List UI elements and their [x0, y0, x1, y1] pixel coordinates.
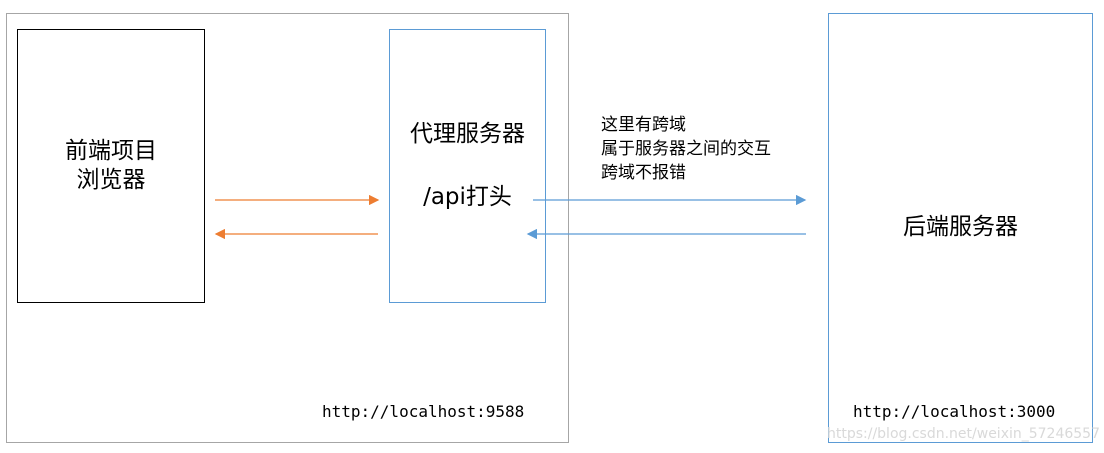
backend-title: 后端服务器: [903, 214, 1018, 240]
backend-url: http://localhost:3000: [853, 402, 1056, 421]
backend-server-box: [828, 13, 1093, 443]
frontend-label: 前端项目 浏览器: [17, 137, 205, 195]
proxy-server-box: [389, 29, 546, 303]
note-line-2: 属于服务器之间的交互: [601, 139, 771, 159]
frontend-label-line-1: 前端项目: [65, 138, 157, 164]
note-line-3: 跨域不报错: [601, 163, 686, 183]
cross-domain-note: 这里有跨域 属于服务器之间的交互 跨域不报错: [601, 113, 771, 185]
proxy-url: http://localhost:9588: [322, 402, 525, 421]
proxy-host-frame: [6, 13, 569, 443]
frontend-browser-box: [17, 29, 205, 303]
frontend-label-line-2: 浏览器: [76, 167, 146, 193]
proxy-title: 代理服务器: [410, 121, 525, 147]
proxy-api-prefix: /api打头: [423, 184, 512, 210]
watermark: https://blog.csdn.net/weixin_57246557: [826, 426, 1100, 442]
note-line-1: 这里有跨域: [601, 115, 686, 135]
